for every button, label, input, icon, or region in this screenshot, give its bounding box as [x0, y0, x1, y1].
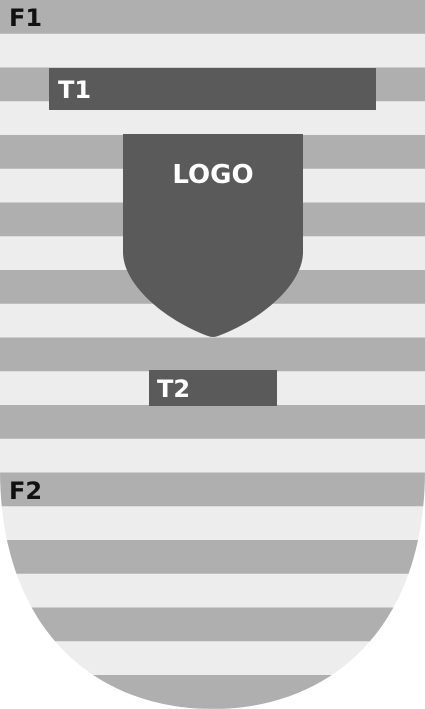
logo-shield: LOGO: [123, 134, 303, 338]
text-box-t2: T2: [149, 370, 277, 406]
logo-label: LOGO: [172, 160, 254, 190]
stripe: [0, 675, 425, 709]
text-box-t2-label: T2: [157, 375, 191, 403]
shield-icon: [123, 134, 303, 337]
stripe: [0, 33, 425, 69]
stripe: [0, 540, 425, 575]
section-label-f1: F1: [9, 4, 43, 32]
stripe: [0, 472, 425, 507]
section-label-f2: F2: [9, 477, 43, 505]
stripe: [0, 641, 425, 676]
stripe: [0, 0, 425, 35]
stripe: [0, 438, 425, 474]
stripe: [0, 405, 425, 440]
text-box-t1: T1: [49, 68, 376, 110]
text-box-t1-label: T1: [58, 76, 92, 104]
stripe: [0, 506, 425, 541]
stripe: [0, 573, 425, 609]
stripe: [0, 607, 425, 642]
stripe: [0, 337, 425, 372]
